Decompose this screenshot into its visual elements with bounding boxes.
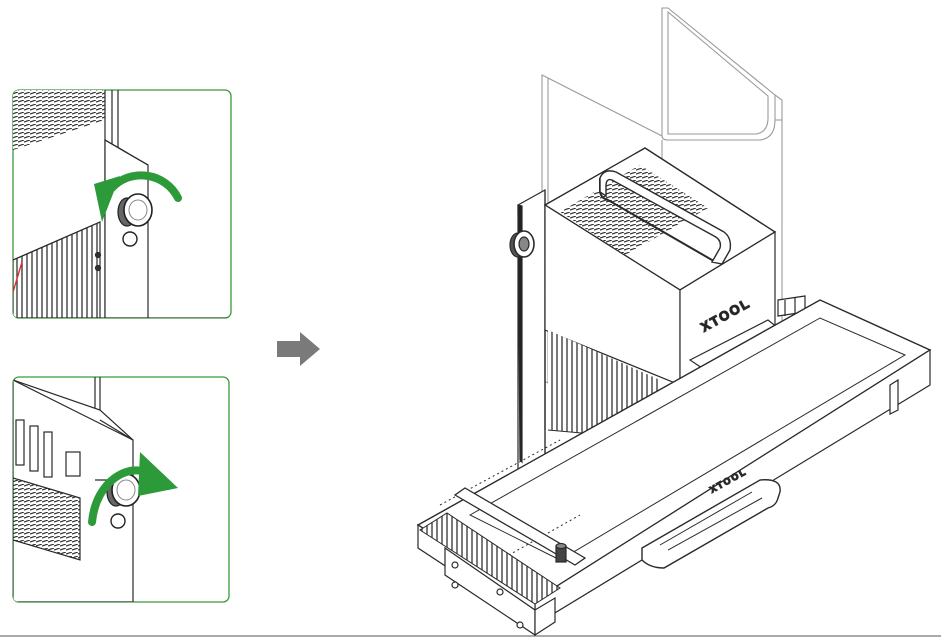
rotate-ccw-arrow-icon [94,171,182,222]
rotate-cw-arrow-icon [88,452,178,526]
side-tray [641,479,781,569]
laser-module: XTOOL [543,147,806,441]
lock-knob [509,230,535,258]
next-arrow-icon [277,332,320,366]
support-block [444,546,556,637]
step-2-panel [12,376,230,603]
step-1-panel [12,89,232,319]
knob [117,193,153,227]
laser-engraver-assembly: XTOOL XTOOL [416,7,932,637]
